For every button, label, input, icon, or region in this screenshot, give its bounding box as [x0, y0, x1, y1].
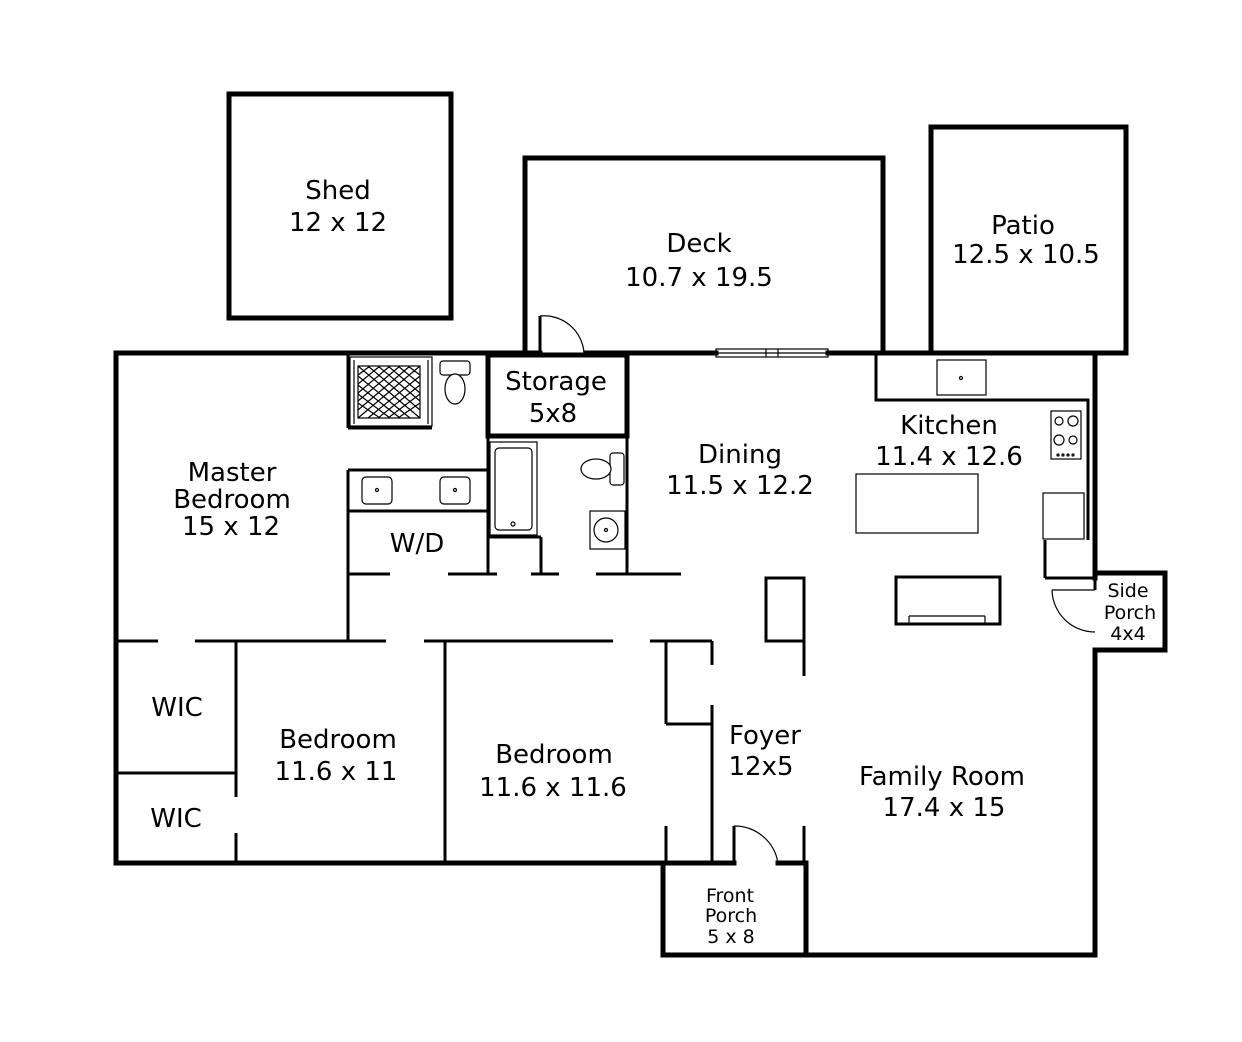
master-name-2: Bedroom	[173, 485, 291, 515]
front-door	[732, 825, 779, 864]
dining-size: 11.5 x 12.2	[666, 471, 814, 501]
kitchen-name: Kitchen	[900, 411, 998, 441]
sliding-door	[715, 348, 829, 358]
column	[764, 576, 806, 643]
bedroom2-name: Bedroom	[495, 740, 613, 770]
storage-name: Storage	[505, 367, 607, 397]
kitchen-island	[855, 473, 979, 534]
front-porch-outline	[660, 860, 809, 958]
wd-label: W/D	[390, 529, 445, 559]
family-name: Family Room	[859, 762, 1025, 792]
shower-icon	[349, 356, 433, 427]
shed-name: Shed	[305, 176, 370, 206]
deck-outline	[522, 155, 886, 356]
sink-icon	[439, 476, 471, 505]
bathtub-icon	[489, 441, 538, 536]
foyer-name: Foyer	[729, 721, 801, 751]
storage-outline	[485, 352, 630, 439]
kitchen-wall	[874, 353, 1090, 540]
exterior-wall-left	[113, 350, 666, 866]
side-porch-outline	[1092, 570, 1168, 653]
front-porch-name-1: Front	[706, 885, 754, 907]
master-size: 15 x 12	[182, 512, 280, 542]
toilet-icon	[439, 360, 471, 405]
storage-size: 5x8	[529, 399, 577, 429]
shed-outline	[226, 91, 454, 321]
front-porch-name-2: Porch	[705, 905, 757, 927]
dining-name: Dining	[698, 440, 782, 470]
deck-size: 10.7 x 19.5	[625, 263, 773, 293]
kitchen-sink-icon	[936, 359, 987, 396]
bedroom1-name: Bedroom	[279, 725, 397, 755]
cooktop-icon	[1050, 410, 1082, 460]
bedroom1-size: 11.6 x 11	[275, 757, 398, 787]
bedroom2-size: 11.6 x 11.6	[479, 773, 627, 803]
shed-size: 12 x 12	[289, 208, 387, 238]
fireplace-icon	[894, 575, 1002, 626]
patio-name: Patio	[991, 211, 1055, 241]
family-size: 17.4 x 15	[883, 793, 1006, 823]
storage-deck-door	[538, 315, 585, 354]
foyer-size: 12x5	[728, 752, 793, 782]
side-porch-size: 4x4	[1110, 623, 1145, 645]
deck-name: Deck	[666, 229, 731, 259]
refrigerator-icon	[1042, 492, 1085, 540]
exterior-wall	[825, 350, 1098, 581]
side-porch-name-1: Side	[1107, 580, 1148, 602]
side-porch-name-2: Porch	[1104, 602, 1156, 624]
wic-label-1: WIC	[151, 693, 203, 723]
sink-icon	[589, 510, 626, 550]
toilet-icon	[580, 452, 625, 486]
wic-label-2: WIC	[150, 804, 202, 834]
sink-icon	[361, 476, 393, 505]
front-porch-size: 5 x 8	[707, 926, 755, 948]
master-name-1: Master	[188, 458, 277, 488]
patio-size: 12.5 x 10.5	[952, 240, 1100, 270]
kitchen-size: 11.4 x 12.6	[875, 442, 1023, 472]
side-door	[1051, 578, 1097, 633]
